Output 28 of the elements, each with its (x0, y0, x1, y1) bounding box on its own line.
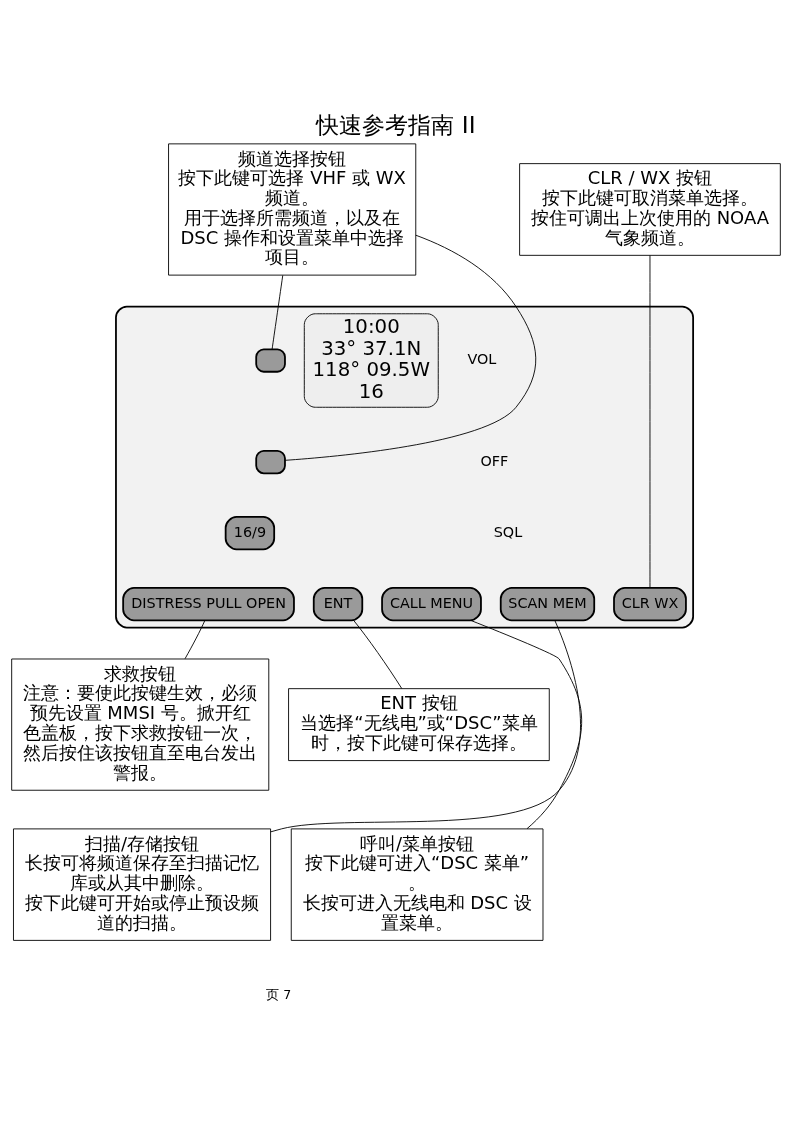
node-box: 扫描/存储按钮 长按可将频道保存至扫描记忆库或从其中删除。 按下此键可开始或停止预设频道的扫描。 (13, 828, 272, 941)
connector (649, 255, 651, 589)
node-box (255, 449, 286, 475)
node-box: CALL MENU (381, 587, 482, 622)
node-box: SCAN MEM (499, 587, 596, 622)
connector (271, 274, 284, 350)
label: OFF (480, 452, 509, 469)
diagram-title: 快速参考指南 II (316, 110, 476, 139)
node-box: ENT 按钮 当选择“无线电”或“DSC”菜单时，按下此键可保存选择。 (288, 688, 550, 762)
node-box: DISTRESS PULL OPEN (122, 587, 295, 622)
node-box: 呼叫/菜单按钮 按下此键可进入“DSC 菜单”。 长按可进入无线电和 DSC 设置菜单。 (290, 828, 544, 941)
connector (270, 620, 581, 833)
connector (184, 620, 206, 660)
node-box: CLR WX (613, 587, 687, 622)
node-box: 16/9 (224, 516, 276, 551)
node-box: 10:00 33° 37.1N 118° 09.5W 16 (303, 313, 439, 408)
label: SQL (493, 523, 523, 540)
label: VOL (467, 350, 497, 367)
node-box: CLR / WX 按钮 按下此键可取消菜单选择。 按住可调出上次使用的 NOAA 气象频道。 (519, 163, 781, 256)
node-box: 求救按钮 注意：要使此按键生效，必须预先设置 MMSI 号。掀开红色盖板，按下求救按钮一次，然后按住该按钮直至电台发出警报。 (11, 658, 270, 791)
connector (470, 619, 583, 830)
node-box (255, 348, 286, 373)
node-box: 频道选择按钮 按下此键可选择 VHF 或 WX 频道。 用于选择所需频道，以及在 DSC 操作和设置菜单中选择项目。 (168, 143, 417, 276)
node-box: ENT (312, 587, 364, 622)
connector (284, 234, 537, 461)
label: 页 7 (266, 986, 292, 1002)
connector (353, 620, 403, 689)
cluster (115, 305, 694, 629)
